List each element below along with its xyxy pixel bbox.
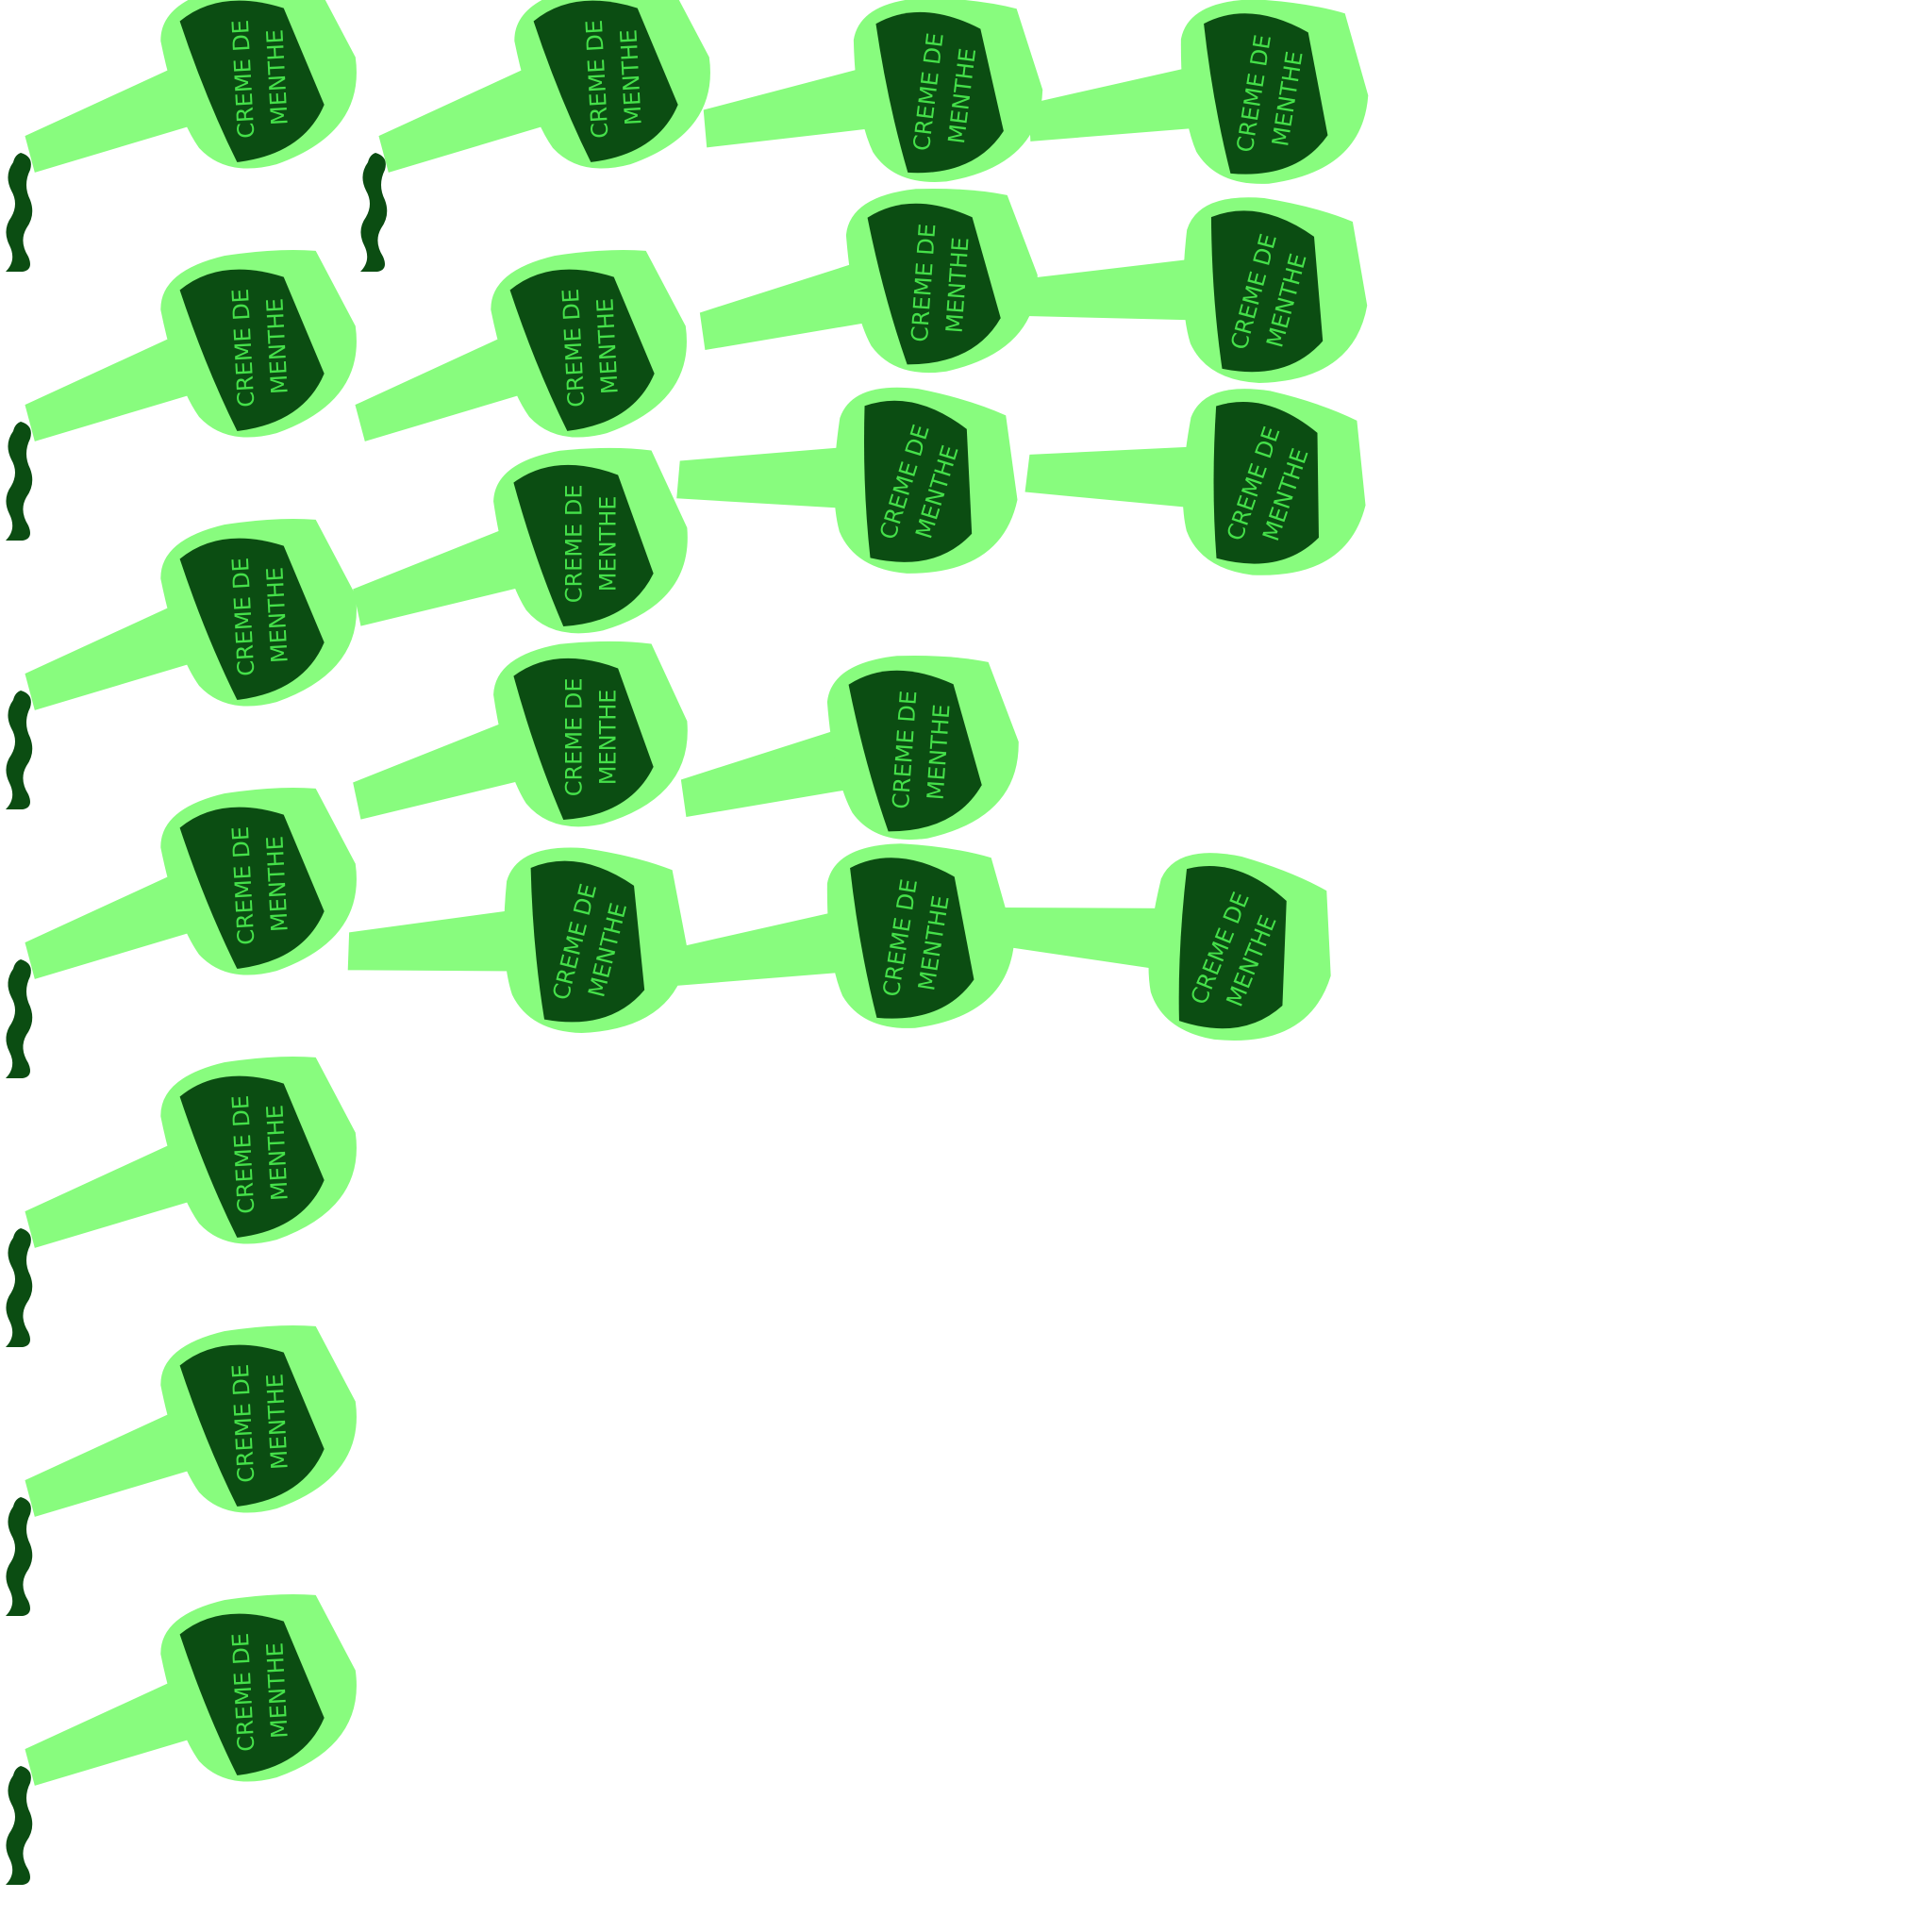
creme-de-menthe-bottle-3[interactable]: CREME DE MENTHE	[1, 490, 396, 765]
liquid-pour-icon-1	[2, 151, 40, 274]
bottle-shape: CREME DE MENTHE	[25, 249, 357, 441]
label-line-2: MENTHE	[595, 496, 622, 592]
creme-de-menthe-bottle-4[interactable]: CREME DE MENTHE	[1, 758, 396, 1034]
creme-de-menthe-bottle-21[interactable]: CREME DE MENTHE	[982, 815, 1368, 1063]
liquid-pour-icon-6	[2, 1495, 40, 1618]
label-line-2: MENTHE	[261, 566, 292, 663]
label-line-1: CREME DE	[227, 1094, 260, 1214]
creme-de-menthe-bottle-7[interactable]: CREME DE MENTHE	[1, 1565, 396, 1840]
label-line-1: CREME DE	[227, 19, 260, 139]
label-line-2: MENTHE	[615, 28, 646, 125]
bottle-shape: CREME DE MENTHE	[25, 1056, 357, 1248]
creme-de-menthe-bottle-17[interactable]: CREME DE MENTHE	[670, 835, 1038, 1042]
bottle-shape: CREME DE MENTHE	[1028, 0, 1369, 184]
bottle-shape: CREME DE MENTHE	[25, 0, 357, 173]
creme-de-menthe-bottle-16[interactable]: CREME DE MENTHE	[668, 637, 1049, 874]
bottle-shape: CREME DE MENTHE	[680, 656, 1019, 841]
bottle-shape: CREME DE MENTHE	[347, 847, 689, 1034]
label-line-1: CREME DE	[558, 288, 591, 408]
creme-de-menthe-bottle-18[interactable]: CREME DE MENTHE	[1024, 0, 1391, 198]
liquid-pour-icon-2	[2, 420, 40, 542]
bottle-shape: CREME DE MENTHE	[676, 387, 1018, 574]
creme-de-menthe-bottle-10[interactable]: CREME DE MENTHE	[333, 423, 723, 682]
label-line-1: CREME DE	[561, 678, 588, 797]
bottle-shape: CREME DE MENTHE	[991, 853, 1331, 1041]
creme-de-menthe-bottle-12[interactable]: CREME DE MENTHE	[346, 838, 711, 1039]
creme-de-menthe-bottle-6[interactable]: CREME DE MENTHE	[1, 1296, 396, 1572]
bottle-shape: CREME DE MENTHE	[25, 1324, 357, 1517]
label-line-1: CREME DE	[227, 288, 260, 408]
label-line-2: MENTHE	[591, 297, 623, 394]
creme-de-menthe-bottle-1[interactable]: CREME DE MENTHE	[1, 0, 396, 227]
bottle-shape: CREME DE MENTHE	[353, 447, 688, 634]
label-line-1: CREME DE	[227, 1632, 260, 1752]
label-line-1: CREME DE	[227, 1363, 260, 1483]
creme-de-menthe-bottle-2[interactable]: CREME DE MENTHE	[1, 221, 396, 496]
creme-de-menthe-bottle-19[interactable]: CREME DE MENTHE	[1024, 184, 1391, 391]
label-line-1: CREME DE	[227, 557, 260, 676]
liquid-pour-icon-5	[2, 1226, 40, 1349]
label-line-2: MENTHE	[261, 28, 292, 125]
label-line-2: MENTHE	[261, 1104, 292, 1201]
creme-de-menthe-bottle-8[interactable]: CREME DE MENTHE	[355, 0, 750, 227]
bottle-shape: CREME DE MENTHE	[378, 0, 710, 173]
creme-de-menthe-bottle-13[interactable]: CREME DE MENTHE	[695, 0, 1069, 204]
bottle-shape: CREME DE MENTHE	[703, 0, 1043, 182]
label-line-2: MENTHE	[595, 690, 622, 786]
bottle-shape: CREME DE MENTHE	[25, 518, 357, 710]
label-line-2: MENTHE	[261, 1373, 292, 1470]
label-line-2: MENTHE	[261, 1641, 292, 1739]
creme-de-menthe-bottle-14[interactable]: CREME DE MENTHE	[687, 170, 1068, 407]
creme-de-menthe-bottle-5[interactable]: CREME DE MENTHE	[1, 1027, 396, 1303]
liquid-pour-icon-7	[2, 1764, 40, 1887]
bottle-shape: CREME DE MENTHE	[699, 189, 1038, 374]
creme-de-menthe-bottle-20[interactable]: CREME DE MENTHE	[1018, 361, 1397, 592]
label-line-1: CREME DE	[227, 825, 260, 945]
bottle-shape: CREME DE MENTHE	[353, 641, 688, 827]
liquid-pour-icon-4	[2, 958, 40, 1080]
bottle-shape: CREME DE MENTHE	[1024, 389, 1366, 575]
label-line-1: CREME DE	[561, 485, 588, 604]
bottle-shape: CREME DE MENTHE	[355, 249, 687, 441]
label-line-1: CREME DE	[581, 19, 614, 139]
bottle-shape: CREME DE MENTHE	[675, 843, 1015, 1028]
bottle-shape: CREME DE MENTHE	[1026, 197, 1368, 384]
label-line-2: MENTHE	[261, 835, 292, 932]
creme-de-menthe-bottle-11[interactable]: CREME DE MENTHE	[333, 616, 723, 875]
creme-de-menthe-bottle-9[interactable]: CREME DE MENTHE	[331, 221, 726, 496]
bottle-shape: CREME DE MENTHE	[25, 787, 357, 979]
bottle-shape: CREME DE MENTHE	[25, 1593, 357, 1786]
label-line-2: MENTHE	[261, 297, 292, 394]
creme-de-menthe-bottle-15[interactable]: CREME DE MENTHE	[672, 367, 1045, 586]
liquid-pour-icon-8	[357, 151, 394, 274]
liquid-pour-icon-3	[2, 689, 40, 811]
